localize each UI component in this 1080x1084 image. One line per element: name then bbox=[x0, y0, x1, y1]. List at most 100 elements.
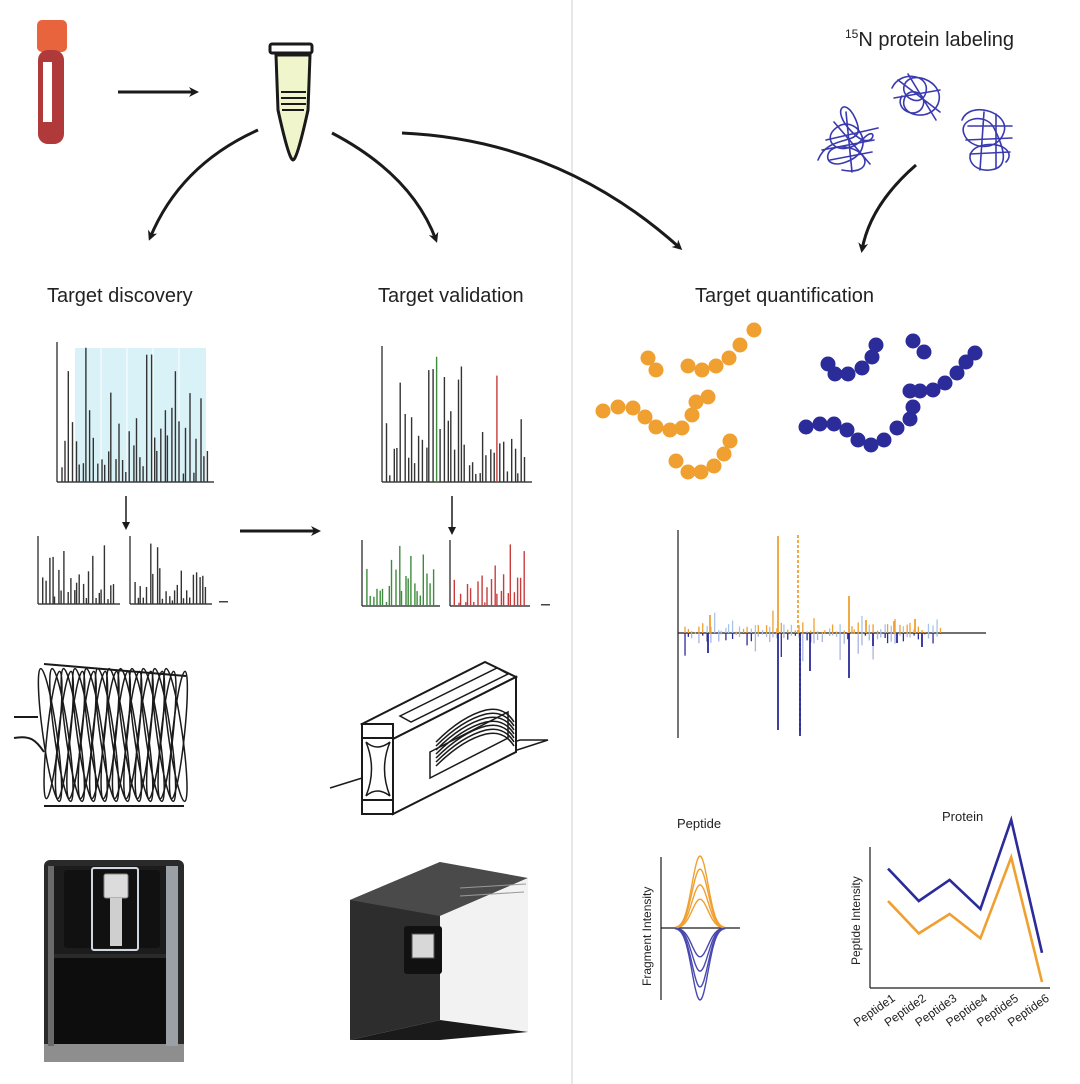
amino-acid-bead bbox=[812, 416, 828, 432]
heavy-xic-peak bbox=[674, 927, 726, 972]
amino-acid-bead bbox=[876, 432, 892, 448]
orbit-trajectory bbox=[94, 667, 120, 803]
label-n15-labeling: 15N protein labeling bbox=[845, 27, 1014, 51]
amino-acid-bead bbox=[863, 437, 879, 453]
light-xic-peak bbox=[674, 868, 726, 929]
discovery-ms2-spectrum-2 bbox=[129, 536, 212, 605]
amino-acid-bead bbox=[868, 337, 884, 353]
label-target-validation: Target validation bbox=[378, 285, 524, 307]
protein-chart-title: Protein bbox=[942, 809, 983, 824]
amino-acid-bead bbox=[746, 322, 762, 338]
amino-acid-bead bbox=[912, 383, 928, 399]
amino-acid-bead bbox=[722, 433, 738, 449]
amino-acid-bead bbox=[864, 349, 880, 365]
protein-line-chart: Peptide1Peptide2Peptide3Peptide4Peptide5… bbox=[851, 815, 1052, 1030]
amino-acid-bead bbox=[625, 400, 641, 416]
protein-series-line-1 bbox=[887, 815, 1044, 954]
amino-acid-bead bbox=[693, 464, 709, 480]
amino-acid-bead bbox=[688, 394, 704, 410]
orbitrap-schematic bbox=[13, 663, 189, 807]
ion-trajectory bbox=[435, 716, 515, 751]
validation-ms2-spectrum-green bbox=[361, 540, 440, 607]
amino-acid-bead bbox=[949, 365, 965, 381]
amino-acid-bead bbox=[827, 366, 843, 382]
protein-squiggle-icons bbox=[817, 73, 1013, 173]
heavy-xic-peak bbox=[674, 927, 726, 958]
blood-tube-icon bbox=[37, 20, 67, 144]
heavy-xic-peak bbox=[674, 927, 726, 1001]
amino-acid-bead bbox=[700, 389, 716, 405]
protein-series-line-2 bbox=[887, 852, 1044, 983]
fragment-intensity-label: Fragment Intensity bbox=[640, 887, 654, 986]
peptide-intensity-label: Peptide Intensity bbox=[849, 876, 863, 965]
orbit-trajectory bbox=[37, 667, 63, 803]
ion-trajectory bbox=[435, 708, 515, 743]
amino-acid-bead bbox=[694, 362, 710, 378]
light-xic-peak bbox=[674, 898, 726, 929]
orbitrap-instrument-image bbox=[44, 860, 184, 1062]
light-xic-peak bbox=[674, 884, 726, 929]
workflow-arrows bbox=[125, 128, 917, 536]
validation-ms1-spectrum bbox=[381, 346, 532, 483]
label-target-quantification: Target quantification bbox=[695, 285, 874, 307]
mirror-spectrum-chart bbox=[677, 530, 986, 738]
n15-superscript: 15 bbox=[845, 27, 859, 41]
validation-ms2-spectrum-red bbox=[449, 540, 530, 607]
orbit-trajectory bbox=[106, 667, 131, 803]
amino-acid-bead bbox=[684, 407, 700, 423]
orbit-trajectory bbox=[71, 667, 97, 803]
peptide-bead-chains bbox=[595, 322, 983, 480]
orbit-trajectory bbox=[151, 667, 177, 803]
amino-acid-bead bbox=[905, 333, 921, 349]
amino-acid-bead bbox=[680, 358, 696, 374]
amino-acid-bead bbox=[680, 464, 696, 480]
amino-acid-bead bbox=[637, 409, 653, 425]
ion-trajectory bbox=[435, 728, 515, 763]
amino-acid-bead bbox=[706, 458, 722, 474]
ion-trajectory bbox=[435, 724, 515, 759]
discovery-ms2-spectrum-1 bbox=[37, 536, 120, 605]
orbit-trajectory bbox=[117, 667, 143, 803]
amino-acid-bead bbox=[732, 337, 748, 353]
peptide-chart-title: Peptide bbox=[677, 816, 721, 831]
amino-acid-bead bbox=[967, 345, 983, 361]
orbit-trajectory bbox=[83, 667, 108, 803]
amino-acid-bead bbox=[839, 422, 855, 438]
amino-acid-bead bbox=[640, 350, 656, 366]
amino-acid-bead bbox=[662, 422, 678, 438]
heavy-xic-peak bbox=[674, 927, 726, 988]
orbit-trajectory bbox=[168, 670, 189, 800]
amino-acid-bead bbox=[850, 432, 866, 448]
ion-trajectory bbox=[435, 720, 515, 755]
orbit-trajectory bbox=[49, 667, 74, 803]
orbit-trajectory bbox=[128, 667, 154, 803]
amino-acid-bead bbox=[826, 416, 842, 432]
amino-acid-bead bbox=[708, 358, 724, 374]
peptide-xic-peaks bbox=[674, 855, 726, 1001]
label-target-discovery: Target discovery bbox=[47, 285, 193, 307]
amino-acid-bead bbox=[716, 446, 732, 462]
amino-acid-bead bbox=[595, 403, 611, 419]
orbit-trajectory bbox=[60, 667, 86, 803]
amino-acid-bead bbox=[674, 420, 690, 436]
amino-acid-bead bbox=[905, 399, 921, 415]
discovery-ms1-spectrum bbox=[56, 342, 214, 483]
amino-acid-bead bbox=[925, 382, 941, 398]
quadrupole-schematic bbox=[329, 660, 549, 816]
amino-acid-bead bbox=[854, 360, 870, 376]
triple-quad-instrument-image bbox=[350, 862, 528, 1040]
amino-acid-bead bbox=[916, 344, 932, 360]
eppendorf-tube-icon bbox=[268, 42, 314, 162]
amino-acid-bead bbox=[840, 366, 856, 382]
amino-acid-bead bbox=[610, 399, 626, 415]
amino-acid-bead bbox=[937, 375, 953, 391]
amino-acid-bead bbox=[668, 453, 684, 469]
n15-text: N protein labeling bbox=[858, 29, 1014, 51]
amino-acid-bead bbox=[889, 420, 905, 436]
amino-acid-bead bbox=[798, 419, 814, 435]
orbit-trajectory bbox=[140, 667, 165, 803]
amino-acid-bead bbox=[648, 362, 664, 378]
ion-trajectory bbox=[435, 712, 515, 747]
ion-trajectory bbox=[435, 732, 515, 767]
